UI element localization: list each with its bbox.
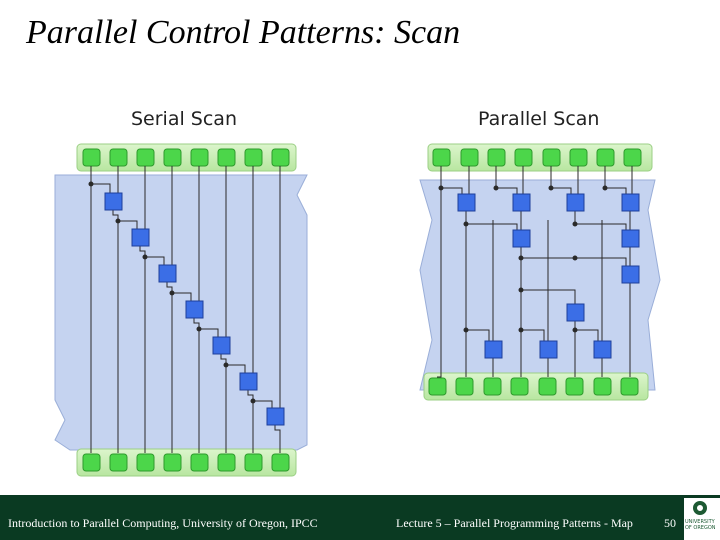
input-element xyxy=(514,148,533,167)
parallel-operation-boxes xyxy=(457,193,640,359)
input-element xyxy=(487,148,506,167)
wire xyxy=(574,321,599,341)
operation-box xyxy=(212,336,231,355)
footer-lecture-text: Lecture 5 – Parallel Programming Pattern… xyxy=(396,516,633,530)
footer-bar xyxy=(0,495,720,540)
output-element xyxy=(271,453,290,472)
input-element xyxy=(109,148,128,167)
parallel-output-strip xyxy=(423,372,649,401)
parallel-input-elements xyxy=(432,148,642,167)
wire xyxy=(226,364,246,373)
serial-input-strip xyxy=(76,143,297,172)
university-logo: UNIVERSITY OF OREGON xyxy=(684,498,720,540)
input-element xyxy=(460,148,479,167)
wire xyxy=(465,211,490,341)
wire xyxy=(193,318,200,453)
wire xyxy=(145,256,165,265)
operation-box xyxy=(457,193,476,212)
operation-box xyxy=(621,229,640,248)
operation-box xyxy=(621,265,640,284)
operation-box xyxy=(621,193,640,212)
wire xyxy=(112,210,119,453)
serial-wires xyxy=(88,166,281,453)
parallel-band xyxy=(419,179,661,391)
wire xyxy=(247,390,254,453)
operation-box xyxy=(104,192,123,211)
output-element xyxy=(82,453,101,472)
wire xyxy=(118,220,138,229)
input-element xyxy=(163,148,182,167)
operation-box xyxy=(484,340,503,359)
wire xyxy=(253,400,273,408)
parallel-wires xyxy=(437,166,633,378)
operation-box xyxy=(185,300,204,319)
wire xyxy=(166,282,173,453)
output-element xyxy=(565,377,584,396)
operation-box xyxy=(131,228,150,247)
input-element xyxy=(82,148,101,167)
wire xyxy=(440,166,463,194)
input-element xyxy=(569,148,588,167)
page-number: 50 xyxy=(664,516,676,530)
operation-box xyxy=(158,264,177,283)
wire xyxy=(91,183,111,193)
operation-box xyxy=(266,407,285,426)
input-element xyxy=(623,148,642,167)
input-element xyxy=(596,148,615,167)
serial-scan-label: Serial Scan xyxy=(131,108,237,130)
parallel-input-strip xyxy=(427,143,653,172)
wire xyxy=(574,211,627,230)
oregon-o-icon xyxy=(693,501,707,515)
input-element xyxy=(136,148,155,167)
wire xyxy=(139,246,146,453)
operation-box xyxy=(512,193,531,212)
operation-box xyxy=(593,340,612,359)
output-element xyxy=(510,377,529,396)
input-element xyxy=(432,148,451,167)
serial-scan-diagram xyxy=(54,143,308,477)
operation-box xyxy=(512,229,531,248)
scan-diagrams xyxy=(54,143,661,477)
serial-operation-boxes xyxy=(104,192,285,426)
wire xyxy=(220,354,227,453)
output-element xyxy=(136,453,155,472)
slide-title: Parallel Control Patterns: Scan xyxy=(26,14,461,51)
output-element xyxy=(483,377,502,396)
serial-output-strip xyxy=(76,448,297,477)
wire xyxy=(199,328,219,337)
output-element xyxy=(244,453,263,472)
wire xyxy=(437,188,442,378)
parallel-scan-label: Parallel Scan xyxy=(478,108,600,130)
wire xyxy=(520,290,545,341)
junction-dot xyxy=(572,255,578,261)
output-element xyxy=(190,453,209,472)
junction-dot xyxy=(572,221,578,227)
operation-box xyxy=(539,340,558,359)
output-element xyxy=(620,377,639,396)
input-element xyxy=(244,148,263,167)
footer-course-text: Introduction to Parallel Computing, Univ… xyxy=(8,516,318,530)
output-element xyxy=(455,377,474,396)
wire xyxy=(274,425,281,453)
output-element xyxy=(593,377,612,396)
output-element xyxy=(109,453,128,472)
parallel-scan-diagram xyxy=(419,143,661,401)
operation-box xyxy=(239,372,258,391)
operation-box xyxy=(566,193,585,212)
logo-text: UNIVERSITY OF OREGON xyxy=(685,519,716,531)
input-element xyxy=(271,148,290,167)
serial-output-elements xyxy=(82,453,290,472)
output-element xyxy=(428,377,447,396)
operation-box xyxy=(566,303,585,322)
parallel-output-elements xyxy=(428,377,639,396)
output-element xyxy=(538,377,557,396)
input-element xyxy=(190,148,209,167)
output-element xyxy=(163,453,182,472)
input-element xyxy=(217,148,236,167)
output-element xyxy=(217,453,236,472)
wire xyxy=(172,292,192,301)
input-element xyxy=(542,148,561,167)
